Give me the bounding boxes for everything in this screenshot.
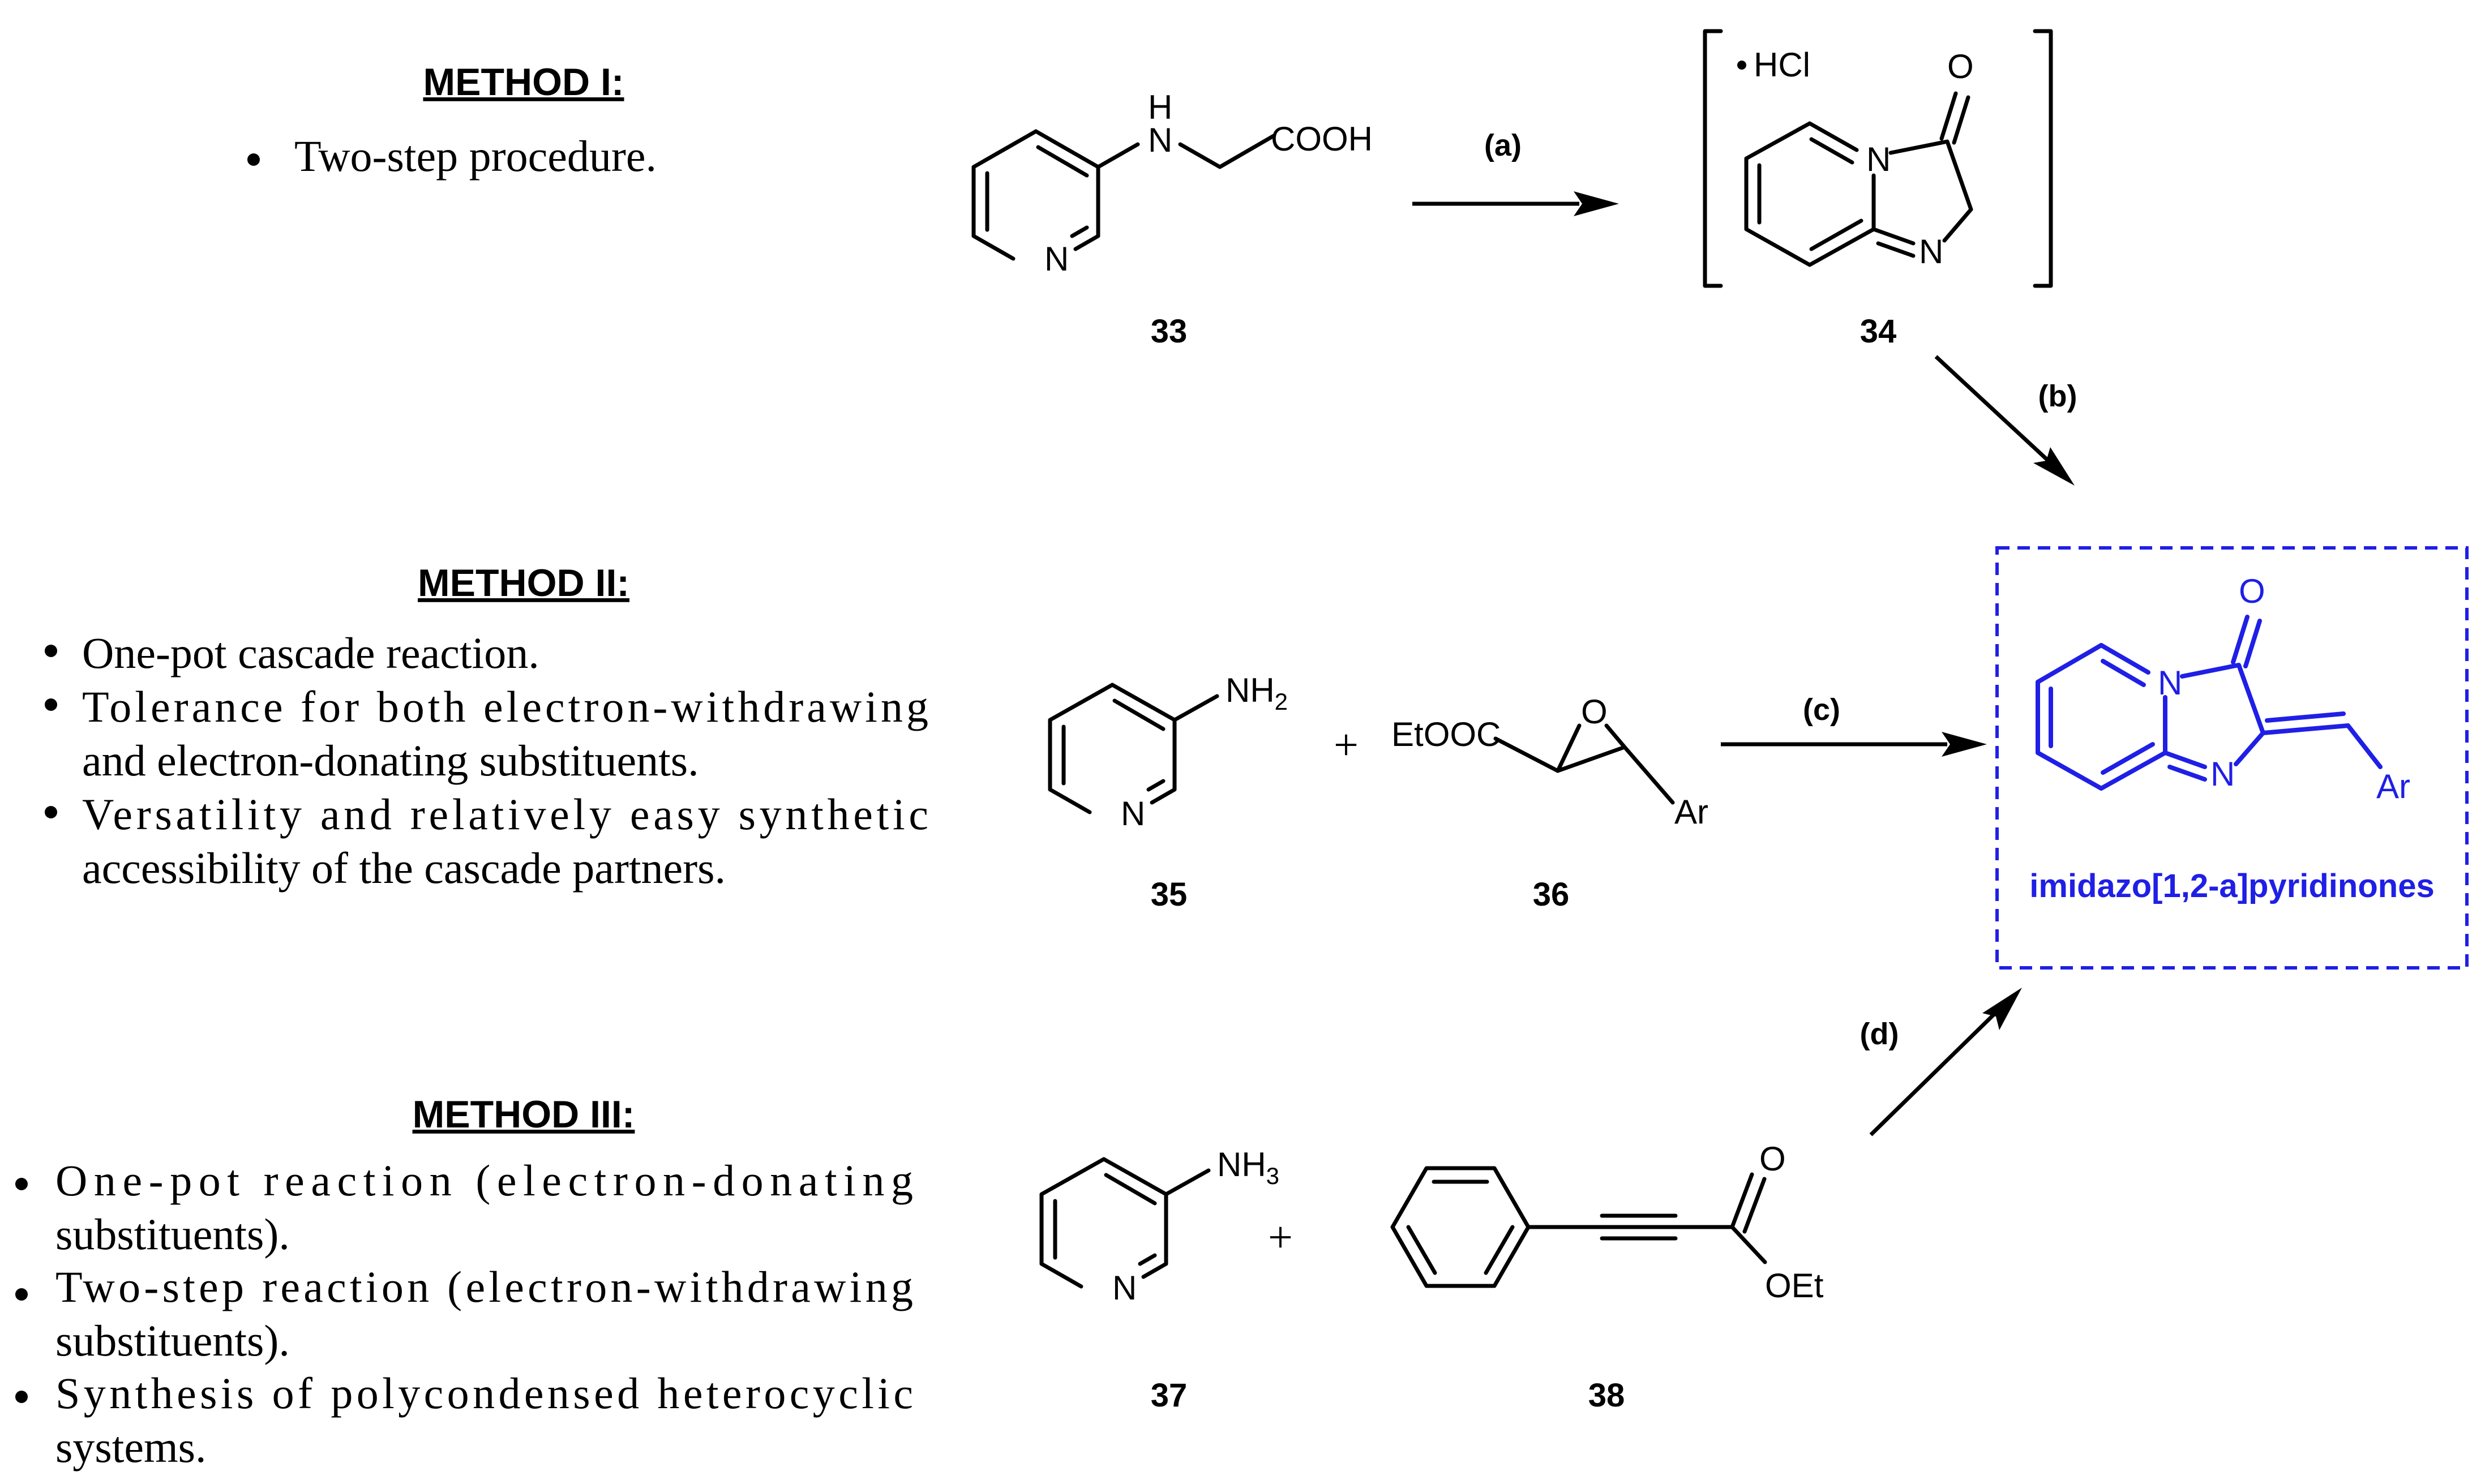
compound-34-structure: HCl N N O [1703, 29, 2053, 288]
method-1-bullet-1: Two-step procedure. [294, 131, 657, 181]
compound-36-structure: EtOOC O Ar [1391, 693, 1708, 831]
method-1-title: METHOD I: [423, 61, 624, 104]
arrowhead [2033, 447, 2075, 486]
method-3-bullet-1-line-2: substituents). [55, 1209, 290, 1259]
method-2-title: METHOD II: [418, 561, 629, 604]
method-3-bullet-1-line-1: One-pot reaction (electron-donating [55, 1156, 913, 1205]
compound-33-structure: N N H COOH [971, 88, 1373, 278]
compound-label-37: 37 [1151, 1377, 1188, 1414]
compound-label-38: 38 [1588, 1377, 1625, 1414]
arrowhead [1982, 988, 2022, 1030]
atom-n: N [2158, 664, 2182, 702]
method-2-bullet-1: One-pot cascade reaction. [82, 628, 539, 677]
plus-sign: + [1334, 720, 1359, 769]
condition-a: (a) [1484, 128, 1522, 162]
atom-nh2: NH2 [1226, 671, 1288, 715]
atom-n: N [1148, 121, 1172, 159]
method-3-bullet-2-line-1: Two-step reaction (electron-withdrawing [55, 1262, 913, 1311]
compound-label-36: 36 [1533, 876, 1570, 913]
compound-37-structure: N NH3 [1039, 1146, 1279, 1307]
method-2-bullet-2-line-2: and electron-donating substituents. [82, 736, 699, 785]
atom-h: H [1148, 88, 1172, 126]
atom-o: O [1947, 48, 1974, 85]
compound-38-structure: O OEt [1390, 1140, 1824, 1305]
product-box [1995, 546, 2469, 970]
compound-label-34: 34 [1860, 313, 1897, 350]
method-2-bullet-2-line-1: Tolerance for both electron-withdrawing [82, 682, 928, 731]
compound-35-structure: N NH2 [1048, 671, 1288, 833]
atom-nh3: NH3 [1217, 1146, 1279, 1189]
arrowhead [1942, 732, 1987, 757]
atom-n: N [1044, 240, 1069, 278]
atom-o: O [1759, 1140, 1786, 1178]
atom-oet: OEt [1765, 1267, 1824, 1305]
bullet-dot [247, 153, 260, 166]
compound-label-33: 33 [1151, 313, 1188, 350]
atom-n: N [1112, 1269, 1137, 1307]
condition-d: (d) [1860, 1017, 1899, 1051]
method-3-bullet-3-line-1: Synthesis of polycondensed heterocyclic [55, 1369, 913, 1418]
arrowhead [1574, 191, 1619, 216]
product-structure: N N O Ar [2036, 572, 2410, 805]
atom-etooc: EtOOC [1391, 715, 1501, 753]
arrow-b [1934, 355, 2054, 466]
condition-c: (c) [1803, 693, 1840, 727]
method-2-bullet-3-line-2: accessibility of the cascade partners. [82, 843, 726, 893]
atom-n: N [1866, 140, 1891, 178]
arrow-d [1869, 1009, 2000, 1136]
plus-sign: + [1268, 1212, 1293, 1262]
method-3-bullet-3-line-2: systems. [55, 1422, 207, 1472]
product-label: imidazo[1,2-a]pyridinones [2029, 868, 2434, 904]
compound-label-35: 35 [1151, 876, 1188, 913]
method-3-bullets: One-pot reaction (electron-donating subs… [15, 1156, 913, 1472]
atom-n: N [1919, 233, 1943, 271]
atom-ar: Ar [2376, 767, 2410, 805]
atom-ar: Ar [1674, 793, 1708, 831]
method-3-title: METHOD III: [413, 1093, 635, 1136]
atom-n: N [2210, 755, 2235, 793]
atom-o: O [1581, 693, 1608, 731]
method-3-bullet-2-line-2: substituents). [55, 1316, 290, 1365]
atom-n: N [1121, 795, 1145, 833]
method-2-bullet-3-line-1: Versatility and relatively easy syntheti… [82, 790, 928, 839]
atom-o: O [2239, 572, 2265, 610]
condition-b: (b) [2038, 379, 2077, 413]
atom-cooh: COOH [1271, 120, 1373, 158]
atom-hcl: HCl [1754, 46, 1810, 84]
method-2-bullets: One-pot cascade reaction. Tolerance for … [45, 628, 928, 893]
